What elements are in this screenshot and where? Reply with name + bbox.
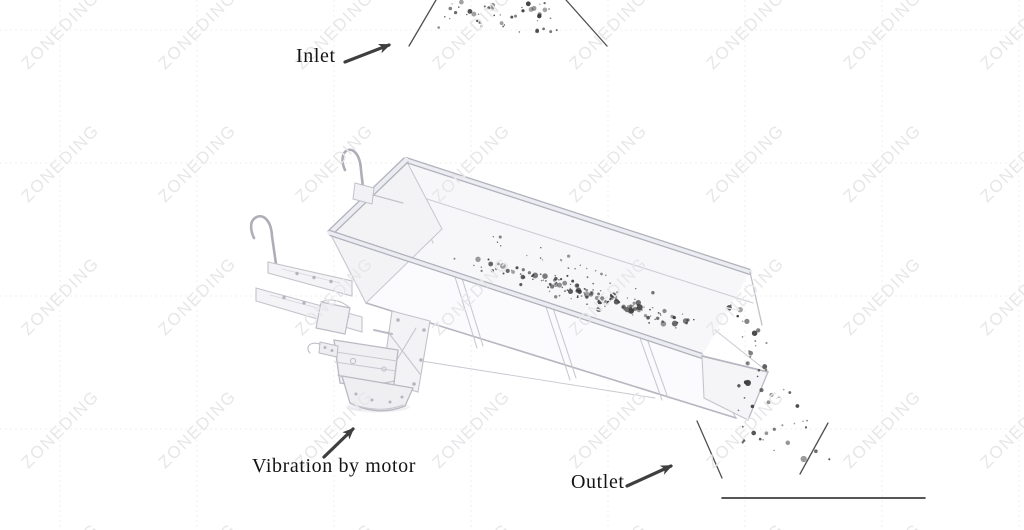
suspension-hooks — [249, 148, 366, 273]
outlet-chute — [696, 420, 829, 479]
watermark-text: ZONEDING — [977, 520, 1024, 530]
watermark-text: ZONEDING — [155, 121, 240, 206]
outlet-label: Outlet — [571, 471, 625, 493]
annotation-arrows — [322, 43, 673, 488]
watermark-text: ZONEDING — [977, 0, 1024, 73]
watermark-text: ZONEDING — [566, 121, 651, 206]
motor-fitting — [307, 342, 321, 354]
particle-layer — [437, 0, 831, 463]
hook-left — [249, 215, 279, 273]
outlet-chute-right-line — [799, 422, 829, 475]
watermark-text: ZONEDING — [566, 387, 651, 472]
far-wall-base-line — [426, 198, 754, 304]
hook-right — [341, 148, 366, 198]
vibration-motor-label: Vibration by motor — [252, 455, 417, 477]
vibration-arrow — [322, 427, 355, 459]
watermark-text: ZONEDING — [155, 387, 240, 472]
hook-bracket — [352, 182, 375, 205]
outlet-chute-left-line — [696, 420, 723, 479]
particles-outlet-falling — [726, 304, 831, 463]
motor-shaft — [318, 341, 339, 358]
watermark-text: ZONEDING — [840, 387, 925, 472]
inlet-arrow — [343, 43, 391, 64]
inlet-label: Inlet — [296, 45, 336, 67]
wall-ribs — [414, 274, 669, 401]
watermark-text: ZONEDING — [840, 121, 925, 206]
inlet-chute-left-line — [408, 0, 437, 47]
hook-bracket-link — [372, 194, 404, 204]
motor-skirt — [341, 375, 414, 412]
inlet-chute — [408, 0, 608, 47]
particles-deck-sparse — [492, 235, 655, 295]
particles-inlet-stream — [437, 0, 558, 34]
motor-top-cylinder — [315, 301, 351, 335]
inlet-chute-right-line — [565, 0, 608, 47]
vibration-motor — [307, 299, 414, 413]
far-top-rail — [403, 156, 753, 276]
particles-trough-material — [453, 256, 695, 329]
discharge-spout — [701, 271, 769, 421]
near-top-rail — [327, 229, 705, 360]
outlet-arrow — [625, 464, 673, 488]
